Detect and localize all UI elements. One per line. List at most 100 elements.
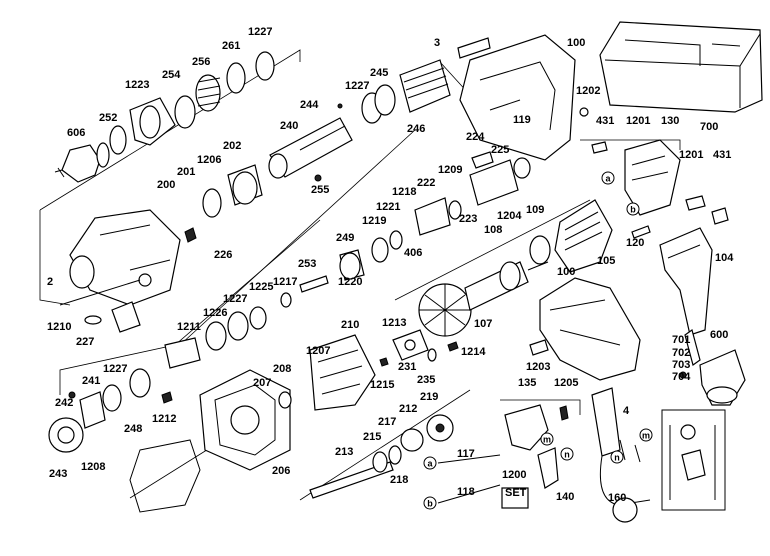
part-number-label: 1205 — [554, 377, 578, 389]
part-number-label: 219 — [420, 391, 438, 403]
part-number-label: 702 — [672, 347, 690, 359]
part-number-label: 212 — [399, 403, 417, 415]
set-icon — [501, 487, 529, 509]
part-number-label: 213 — [335, 446, 353, 458]
part-number-label: 215 — [363, 431, 381, 443]
part-number-label: 104 — [715, 252, 734, 264]
part-number-label: 242 — [55, 397, 73, 409]
part-number-label: 704 — [672, 371, 691, 383]
part-number-label: 218 — [390, 474, 408, 486]
marker-letter: n — [614, 453, 620, 463]
spring-stack-246 — [361, 59, 451, 124]
marker-circle — [540, 432, 554, 446]
part-number-label: 1221 — [376, 201, 400, 213]
part-number-label: 227 — [76, 336, 94, 348]
part-number-label: 1218 — [392, 186, 416, 198]
gearbox-206 — [199, 369, 292, 471]
part-number-label: 217 — [378, 416, 396, 428]
side-handle-600 — [679, 329, 746, 406]
part-number-label: 240 — [280, 120, 298, 132]
part-number-label: 249 — [336, 232, 354, 244]
part-number-label: 208 — [273, 363, 291, 375]
part-number-label: 222 — [417, 177, 435, 189]
carry-case — [599, 21, 763, 113]
housing-100-top — [457, 34, 589, 161]
part-number-label: 2 — [47, 276, 53, 288]
part-number-label: 1203 — [526, 361, 550, 373]
part-number-label: 241 — [82, 375, 100, 387]
connection-marker: b — [423, 496, 437, 510]
part-number-label: 431 — [713, 149, 731, 161]
marker-circle — [423, 456, 437, 470]
part-number-label: 256 — [192, 56, 210, 68]
switch-135 — [504, 404, 569, 489]
part-number-label: 1204 — [497, 210, 522, 222]
marker-letter: m — [543, 435, 551, 445]
part-number-label: 1227 — [103, 363, 127, 375]
tool-holder-group — [109, 51, 275, 155]
housing-100-body — [529, 277, 641, 381]
shaft-parts — [205, 129, 531, 351]
callout-labels: 1227261256254122325260620212062012002262… — [47, 26, 734, 504]
chuck-606 — [54, 142, 110, 183]
part-number-label: 244 — [300, 99, 319, 111]
part-number-label: 1209 — [438, 164, 462, 176]
marker-circle — [626, 202, 640, 216]
part-number-label: 243 — [49, 468, 67, 480]
marker-letter: n — [564, 450, 570, 460]
part-number-label: 248 — [124, 423, 142, 435]
marker-circle — [423, 496, 437, 510]
part-number-label: 261 — [222, 40, 240, 52]
part-number-label: 207 — [253, 377, 271, 389]
part-number-label: 117 — [457, 448, 475, 460]
part-number-label: 1214 — [461, 346, 486, 358]
part-number-label: 246 — [407, 123, 425, 135]
marker-circle — [601, 171, 615, 185]
part-number-label: 201 — [177, 166, 195, 178]
part-number-label: 223 — [459, 213, 477, 225]
connection-marker: n — [610, 450, 624, 464]
part-number-label: 431 — [596, 115, 614, 127]
part-number-label: 1206 — [197, 154, 221, 166]
part-number-label: SET — [505, 487, 527, 499]
part-number-label: 130 — [661, 115, 679, 127]
part-number-label: 1213 — [382, 317, 406, 329]
part-number-label: 1208 — [81, 461, 105, 473]
brush-holder-130 — [591, 139, 729, 225]
part-number-label: 1217 — [273, 276, 297, 288]
part-number-label: 600 — [710, 329, 728, 341]
part-number-label: 135 — [518, 377, 536, 389]
part-number-label: 1207 — [306, 345, 330, 357]
plate-231 — [379, 329, 459, 367]
gasket-1208 — [129, 439, 201, 513]
part-number-label: 255 — [311, 184, 329, 196]
part-number-label: 105 — [597, 255, 615, 267]
bearing-202 — [202, 164, 263, 218]
part-number-label: 406 — [404, 247, 422, 259]
part-number-label: 1201 — [626, 115, 650, 127]
part-number-label: 1202 — [576, 85, 600, 97]
connection-marker: a — [601, 171, 615, 185]
part-number-label: 225 — [491, 144, 509, 156]
part-number-label: 703 — [672, 359, 690, 371]
part-number-label: 1201 — [679, 149, 703, 161]
wiring-schematic — [661, 409, 726, 511]
marker-letter: b — [427, 499, 433, 509]
part-number-label: 606 — [67, 127, 85, 139]
part-number-label: 210 — [341, 319, 359, 331]
part-number-label: 160 — [608, 492, 626, 504]
part-number-label: 1200 — [502, 469, 526, 481]
field-coil-109 — [529, 199, 613, 273]
part-number-label: 202 — [223, 140, 241, 152]
part-number-label: 118 — [457, 486, 475, 498]
fan-shroud-210 — [309, 334, 376, 411]
gear-assembly-left — [48, 337, 201, 453]
part-number-label: 120 — [626, 237, 644, 249]
part-number-label: 100 — [567, 37, 585, 49]
marker-letter: m — [642, 431, 650, 441]
part-number-label: 1227 — [223, 293, 247, 305]
part-number-label: 1226 — [203, 307, 227, 319]
part-number-label: 140 — [556, 491, 574, 503]
